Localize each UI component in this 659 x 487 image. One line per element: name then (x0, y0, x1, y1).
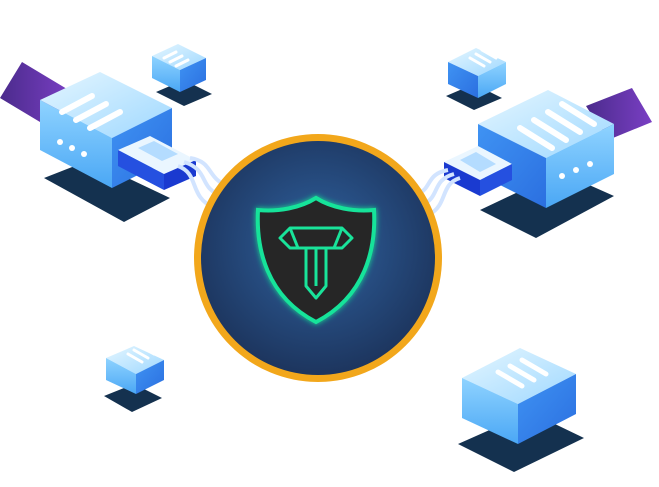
right-server (417, 88, 652, 238)
left-server-left-face (40, 100, 112, 188)
right-server-vents (517, 101, 597, 151)
left-server-leds (57, 139, 87, 157)
left-plug-pins (138, 141, 178, 161)
right-plug-pins (460, 152, 496, 172)
right-plug-front (444, 162, 480, 196)
left-server (0, 62, 229, 222)
left-server-shadow (44, 160, 170, 222)
shield-t-icon (255, 195, 377, 325)
cube-top-right (446, 48, 506, 110)
left-plug-front (118, 150, 164, 190)
left-plug-side (164, 160, 196, 190)
cube-bottom-left (104, 344, 164, 412)
right-server-right-face (546, 124, 614, 208)
right-server-leds (559, 161, 593, 179)
right-plug-side (480, 164, 512, 196)
cube-top-left (152, 44, 212, 106)
cube-bottom-right (458, 348, 584, 472)
left-server-vents (59, 93, 123, 131)
